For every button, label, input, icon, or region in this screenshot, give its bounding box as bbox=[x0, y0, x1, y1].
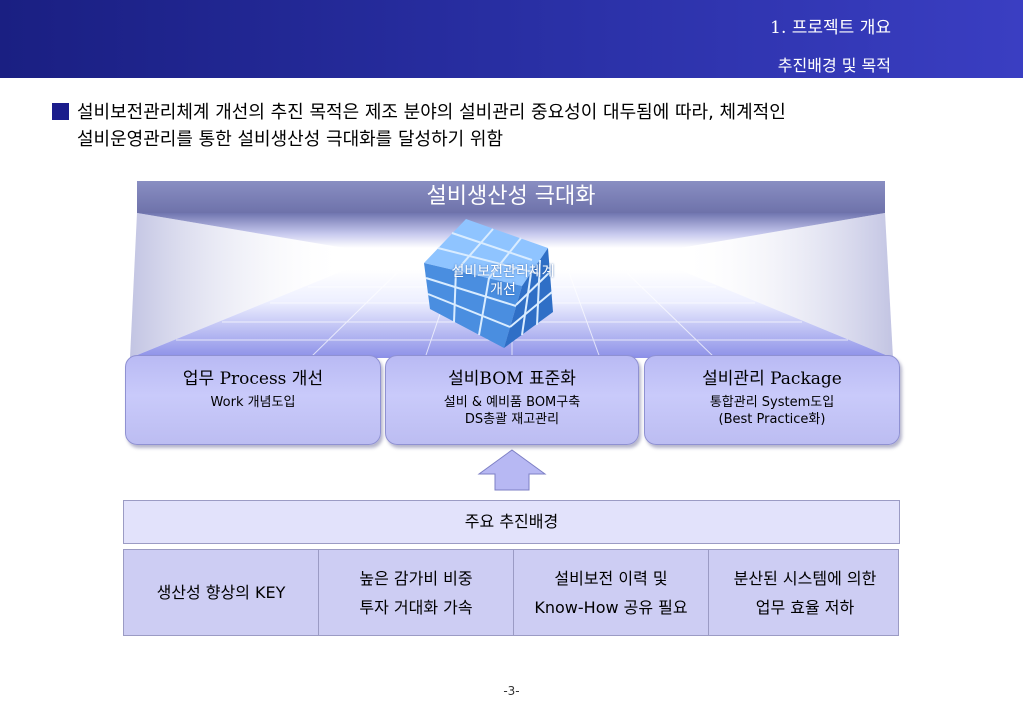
pillar-title: 설비관리 Package bbox=[702, 369, 842, 389]
header-bar: 1. 프로젝트 개요 추진배경 및 목적 bbox=[0, 0, 1023, 78]
background-items-row: 생산성 향상의 KEY 높은 감가비 비중 투자 거대화 가속 설비보전 이력 … bbox=[123, 549, 899, 636]
pillar-title: 설비BOM 표준화 bbox=[448, 369, 576, 389]
background-item: 설비보전 이력 및 Know-How 공유 필요 bbox=[514, 550, 709, 635]
pillar-title: 업무 Process 개선 bbox=[182, 369, 324, 389]
pillar-bom: 설비BOM 표준화 설비 & 예비품 BOM구축 DS총괄 재고관리 bbox=[385, 355, 639, 445]
up-arrow-icon bbox=[477, 449, 547, 491]
goal-banner-label: 설비생산성 극대화 bbox=[426, 184, 596, 209]
section-title: 1. 프로젝트 개요 bbox=[770, 18, 891, 38]
pillar-subtitle: Work 개념도입 bbox=[210, 395, 296, 410]
square-bullet-icon bbox=[52, 103, 69, 120]
pillar-process: 업무 Process 개선 Work 개념도입 bbox=[125, 355, 381, 445]
left-beam bbox=[130, 213, 345, 358]
pillar-package: 설비관리 Package 통합관리 System도입 (Best Practic… bbox=[644, 355, 900, 445]
cube-label-line-2: 개선 bbox=[490, 282, 516, 298]
pillar-subtitle: 설비 & 예비품 BOM구축 DS총괄 재고관리 bbox=[443, 395, 581, 427]
cube-icon bbox=[424, 219, 553, 348]
background-title: 주요 추진배경 bbox=[464, 512, 559, 531]
section-subtitle: 추진배경 및 목적 bbox=[777, 56, 891, 75]
ceiling-beam bbox=[137, 213, 885, 248]
background-item: 높은 감가비 비중 투자 거대화 가속 bbox=[319, 550, 514, 635]
cube-label-line-1: 설비보전관리체계 bbox=[451, 264, 555, 280]
background-item: 분산된 시스템에 의한 업무 효율 저하 bbox=[733, 568, 877, 617]
intro-line-1: 설비보전관리체계 개선의 추진 목적은 제조 분야의 설비관리 중요성이 대두됨… bbox=[77, 102, 786, 123]
page-number: -3- bbox=[503, 684, 520, 698]
background-item: 생산성 향상의 KEY bbox=[124, 550, 319, 635]
goal-banner: 설비생산성 극대화 bbox=[137, 180, 885, 213]
cube-label: 설비보전관리체계 개선 bbox=[418, 263, 588, 299]
right-beam bbox=[680, 213, 893, 358]
pillar-subtitle: 통합관리 System도입 (Best Practice화) bbox=[709, 395, 835, 427]
background-title-box: 주요 추진배경 bbox=[123, 500, 900, 544]
intro-line-2: 설비운영관리를 통한 설비생산성 극대화를 달성하기 위함 bbox=[77, 129, 504, 150]
